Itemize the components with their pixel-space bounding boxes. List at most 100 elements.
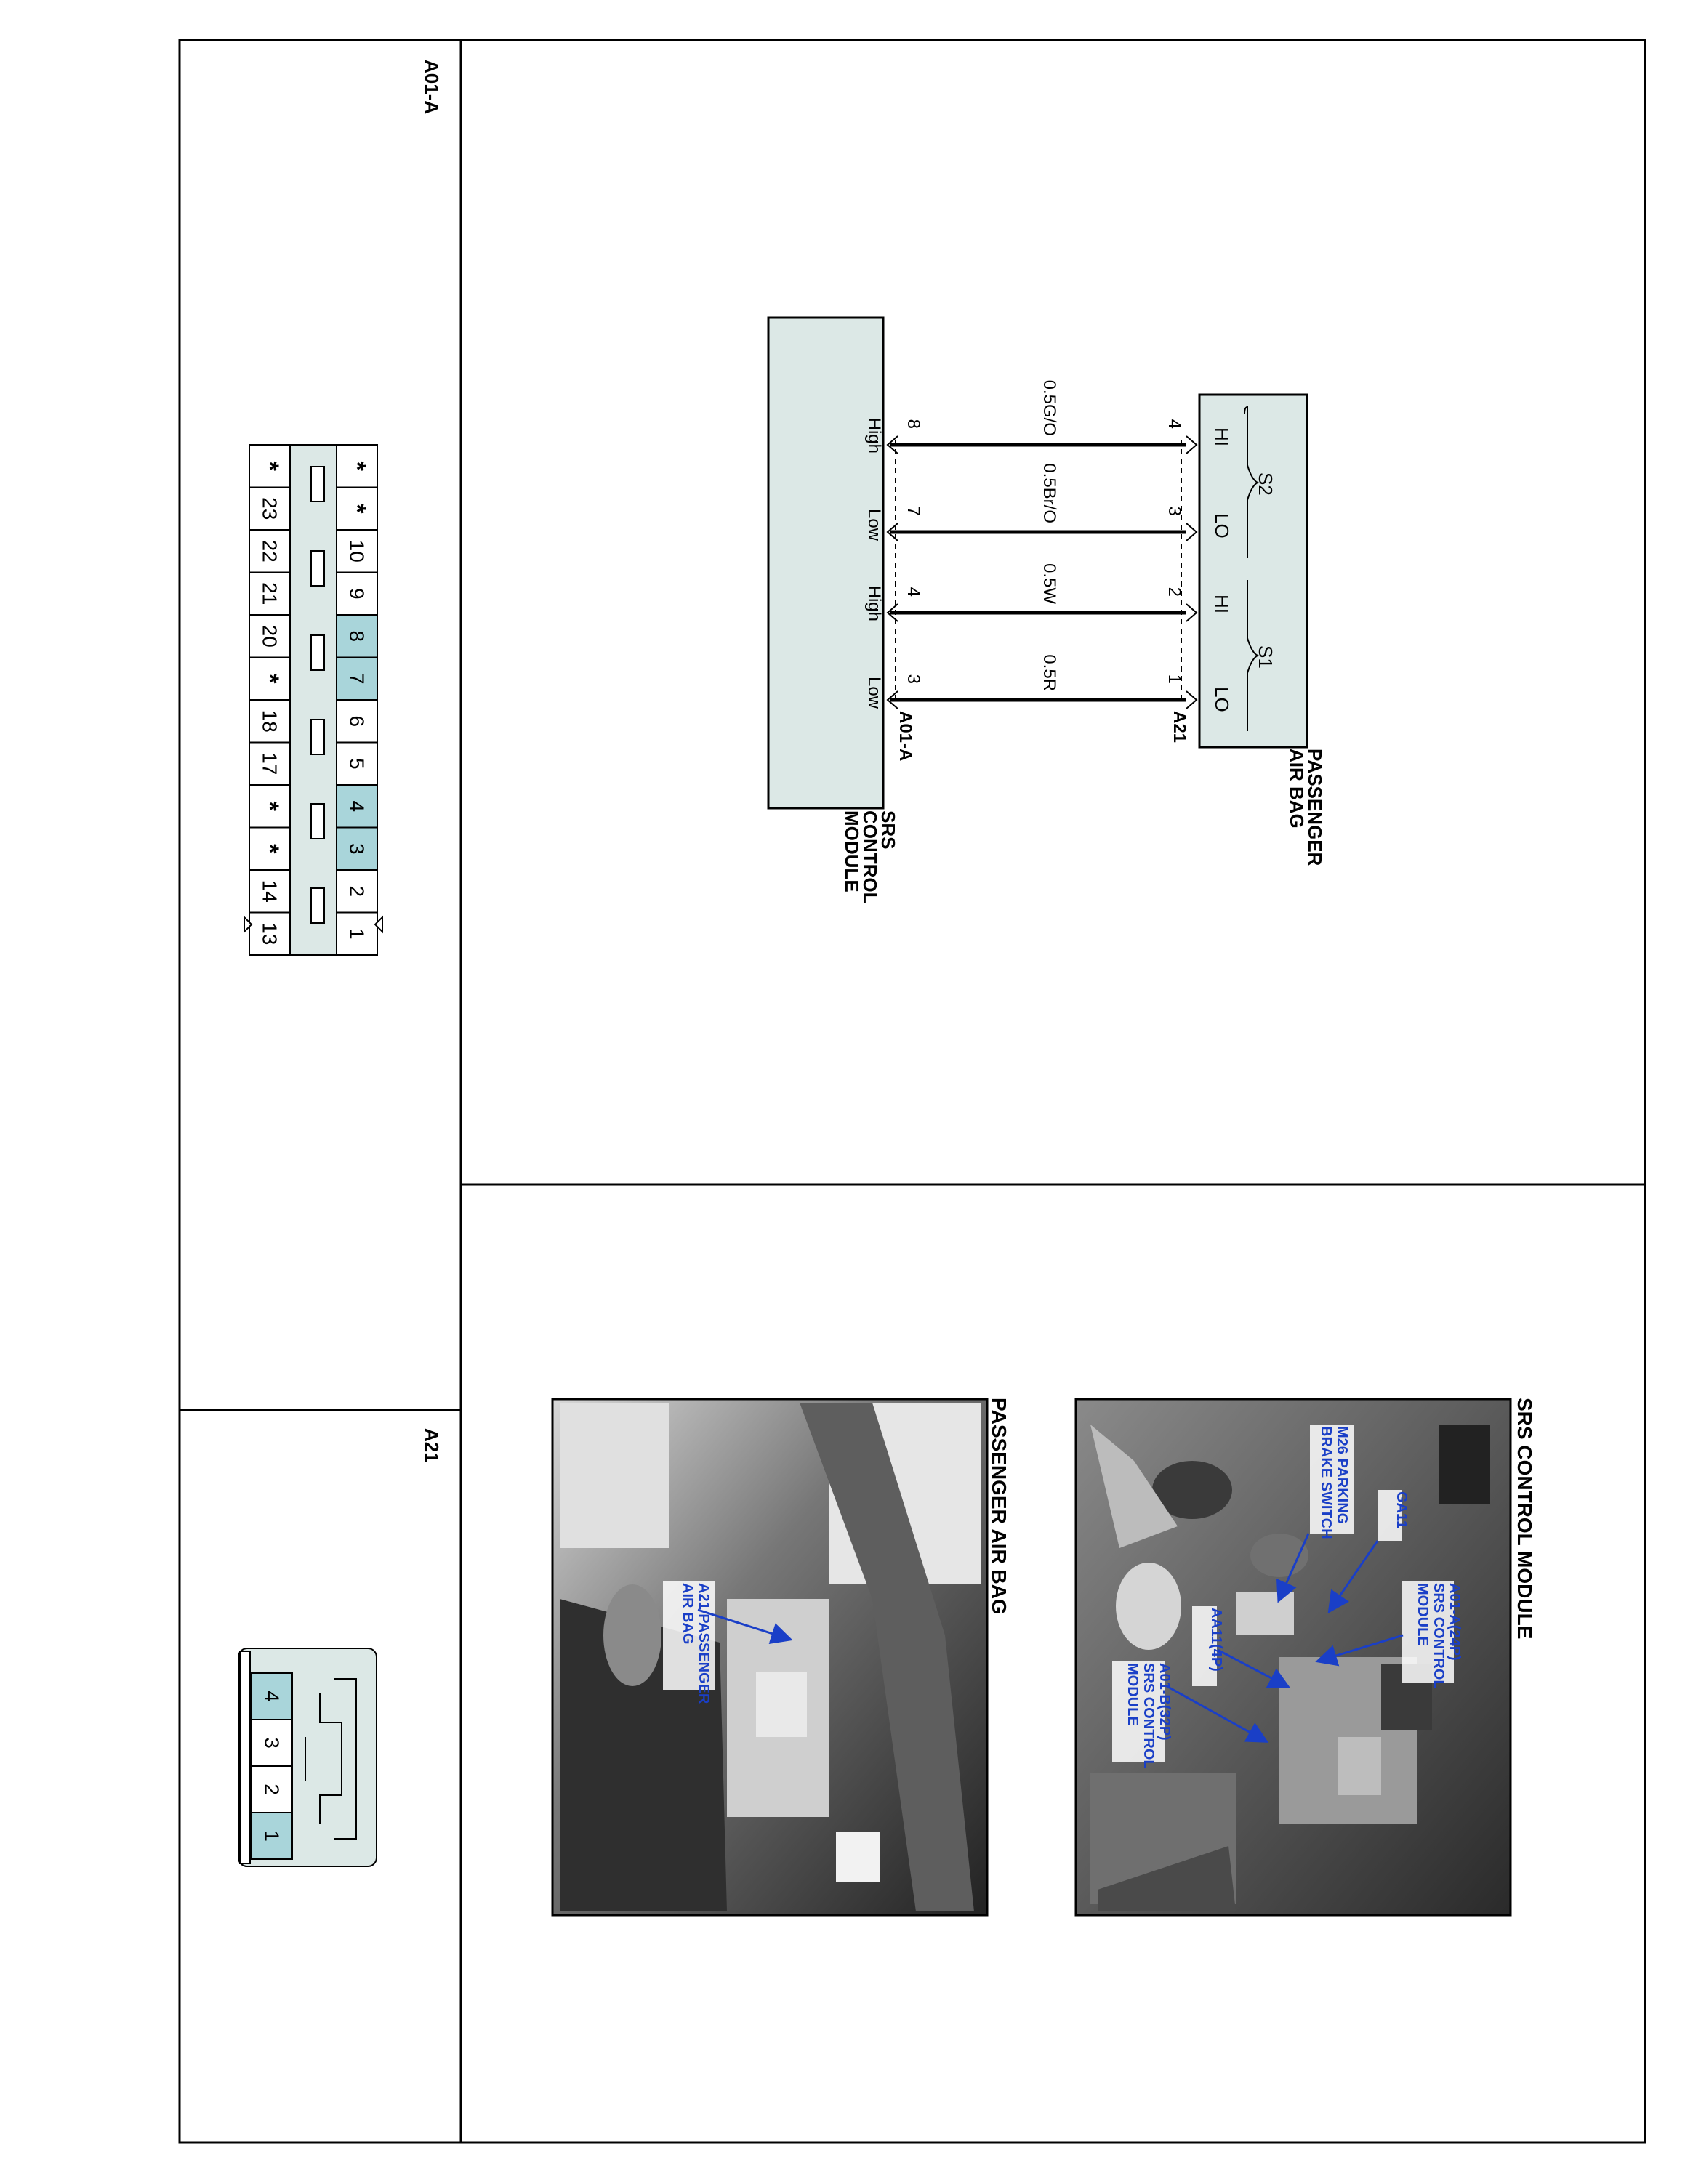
passenger-airbag-block [1198,393,1308,749]
connector-a01a-pin-cell [336,571,378,616]
connector-a21-lock [239,1651,357,1864]
wire-module-pin: 7 [904,507,923,516]
connector-a01a-pin-cell [249,911,291,956]
latch-slot [310,887,325,924]
connector-a21-pin-cell [251,1812,293,1860]
photo-srs-module-image [1074,1398,1512,1917]
latch-slot [310,466,325,502]
photo-passenger-airbag-image [551,1398,989,1917]
connector-a01a-pin-label: * [256,844,283,854]
airbag-terminal [1186,435,1198,454]
callout-a21-arrow [697,1608,793,1644]
wire-module-pin: 8 [904,419,923,429]
connector-a01a-pin-label: * [256,462,283,472]
callout-a01a-line3: MODULE [1415,1583,1431,1646]
callout-a01a-line1: A01-A(24P) [1447,1583,1463,1661]
latch-slot [310,550,325,587]
connector-a01a-pin-label: 9 [346,588,369,600]
connector-a01a-pin-cell [336,699,378,744]
connector-a01a-pin-label: 8 [346,630,369,642]
module-terminal [886,435,898,454]
connector-a01a-pin-label: * [256,674,283,684]
connector-a01a-latches [310,466,325,924]
srs-module-name-line3: MODULE [841,810,863,892]
module-terminal [886,603,898,622]
connector-a01a-pin-label: * [343,462,371,472]
connector-a01a-pin-label: 4 [346,800,369,812]
airbag-terminal [1186,603,1198,622]
connector-a01a-pin-cell [249,529,291,573]
squib-s1-brace [1247,580,1260,731]
photo-panel-srs-module: SRS CONTROL MODULE M26 PARKING BRAKE SWI… [1074,1398,1536,1917]
passenger-airbag-name-line2: AIR BAG [1286,749,1308,829]
photo-passenger-airbag-title: PASSENGER AIR BAG [988,1398,1010,1615]
callout-ga11-arrow [1327,1540,1379,1613]
connector-a01a-key [244,915,383,934]
connector-a01a-pin-label: 20 [259,625,281,648]
connector-a01a-pin-label: 1 [346,928,369,940]
module-terminal [886,523,898,541]
squib-s2-lo: LO [1211,513,1233,539]
connector-a01a-pin-label: 7 [346,673,369,685]
photo-srs-module-title: SRS CONTROL MODULE [1513,1398,1536,1639]
connector-a01a-pin-cell [249,656,291,701]
connector-a01a-pin-label: 5 [346,758,369,770]
callout-aa11: AA11(4P) [1208,1608,1224,1672]
wire-module-label: Low [864,677,884,709]
page-frame [178,39,1646,2144]
connector-a21-title: A21 [421,1428,443,1463]
callout-a01a-line2: SRS CONTROL [1431,1583,1447,1689]
airbag-terminal [1186,690,1198,709]
connector-a01a-pin-cell [249,571,291,616]
squib-s2-hi: HI [1211,427,1233,446]
connector-a21-pin-cell [251,1765,293,1813]
connector-a01a-pin-cell [249,699,291,744]
callout-a01b-line3: MODULE [1125,1663,1141,1726]
connector-a01a-pin-label: 6 [346,715,369,727]
connector-a01a-pin-cell [249,741,291,786]
photo-passenger-callouts: A21 PASSENGER AIR BAG [663,1581,793,1704]
callout-a01a-arrow [1315,1634,1404,1667]
connector-a01a-pin-cell [249,444,291,488]
connector-a01a-pin-cell [336,911,378,956]
callout-ga11: GA11 [1394,1491,1409,1528]
wire-module-pin: 4 [904,587,923,597]
connector-a01a-pin-cell [336,784,378,829]
connector-a01a-pin-cell [336,486,378,531]
outer-border [178,39,1646,2144]
connector-a01a-title: A01-A [421,60,443,114]
callout-a01b-line1: A01-B(32P) [1157,1663,1173,1741]
squib-s2-label: S2 [1255,472,1276,496]
squib-s1-label: S1 [1255,645,1276,669]
callout-a01b-line2: SRS CONTROL [1141,1663,1157,1769]
wire-airbag-pin: 1 [1165,674,1184,684]
callout-m26-line1: M26 PARKING [1334,1426,1350,1524]
connector-a01a-pin-label: 10 [346,540,369,563]
connector-a01a-pin-cell [249,614,291,658]
connector-a01a-pin-cell [249,826,291,871]
wire-color-code: 0.5R [1039,654,1059,691]
connector-a01a-pin-cell [336,614,378,658]
wire-module-label: High [864,418,884,454]
wire-color-code: 0.5W [1039,563,1059,604]
connector-a21-pin-label: 2 [261,1784,283,1795]
wire-airbag-pin: 2 [1165,587,1184,597]
connector-a01a-pin-label: * [343,504,371,514]
connector-a21-pin-cell [251,1672,293,1720]
photo-srs-callouts: M26 PARKING BRAKE SWITCH GA11 A01-A(24P)… [1112,1425,1463,1769]
connector-a01a-pin-label: 21 [259,582,281,605]
squib-s2-brace [1244,406,1260,558]
connector-a01a-pin-label: 13 [259,922,281,945]
callout-aa11-arrow [1217,1648,1291,1688]
connector-a01a-pin-label: 18 [259,710,281,733]
connector-a01a-pin-label: * [256,802,283,812]
latch-slot [310,803,325,839]
connector-a01a-pin-label: 2 [346,885,369,897]
